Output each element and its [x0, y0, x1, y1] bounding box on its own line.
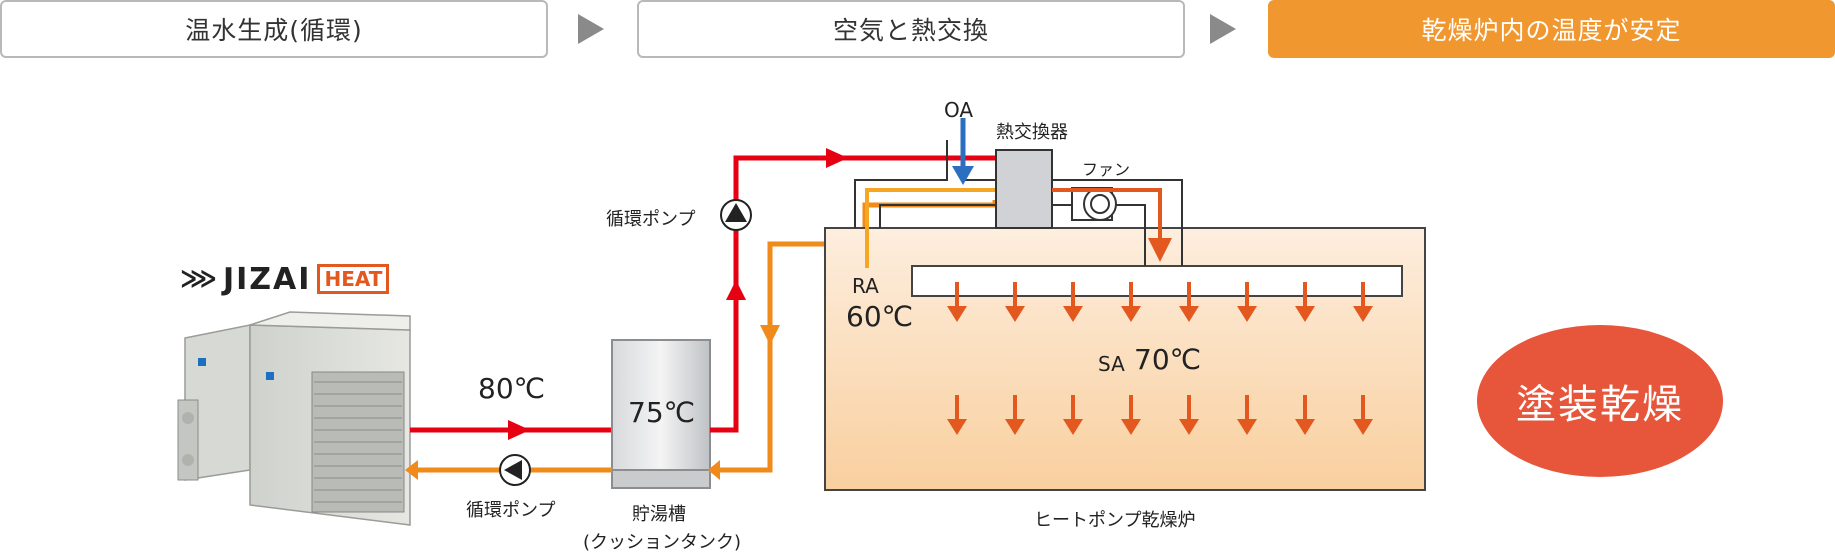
painting-dry-badge: 塗装乾燥 — [1477, 325, 1723, 477]
heat-exchanger-label: 熱交換器 — [996, 122, 1068, 143]
air-arrows-bottom — [947, 395, 1373, 435]
fan-icon — [1071, 187, 1117, 221]
fan-label: ファン — [1082, 160, 1131, 179]
air-arrows-top — [947, 282, 1373, 322]
tank-sub-label: (クッションタンク) — [583, 532, 742, 553]
step-hot-water: 温水生成(循環) — [0, 0, 548, 58]
furnace-name-label: ヒートポンプ乾燥炉 — [1034, 510, 1196, 531]
brand-name: JIZAI — [222, 261, 312, 297]
brand-badge: HEAT — [317, 264, 390, 294]
outside-air-arrow — [952, 118, 974, 185]
sa-temp-label: 70℃ — [1134, 343, 1202, 376]
pump-bottom-label: 循環ポンプ — [466, 500, 556, 521]
step-arrow-icon — [578, 14, 604, 44]
oa-label: OA — [944, 98, 974, 122]
tank-name-label: 貯湯槽 — [632, 504, 686, 525]
storage-tank — [611, 339, 711, 489]
ra-label: RA — [852, 274, 879, 298]
pump-bottom-icon — [499, 454, 531, 486]
brand-mark-icon: ⋙ — [180, 264, 217, 294]
return-air-path — [865, 188, 1000, 268]
step-arrow-icon — [1210, 14, 1236, 44]
step-air-exchange: 空気と熱交換 — [637, 0, 1185, 58]
hot-water-pipe — [410, 420, 612, 440]
tank-temp-label: 75℃ — [628, 396, 696, 429]
step-temperature-stable: 乾燥炉内の温度が安定 — [1268, 0, 1835, 58]
drying-furnace — [824, 227, 1426, 491]
supply-air-path — [1052, 188, 1172, 262]
jizai-heat-logo: ⋙ JIZAI HEAT — [180, 261, 390, 297]
supply-temp-label: 80℃ — [478, 372, 546, 405]
heat-exchanger-box — [995, 149, 1053, 229]
ra-temp-label: 60℃ — [846, 300, 914, 333]
pump-top-label: 循環ポンプ — [606, 209, 696, 230]
heat-pump-unit — [177, 311, 411, 526]
sa-label: SA — [1098, 352, 1125, 376]
pump-top-icon — [720, 199, 752, 231]
